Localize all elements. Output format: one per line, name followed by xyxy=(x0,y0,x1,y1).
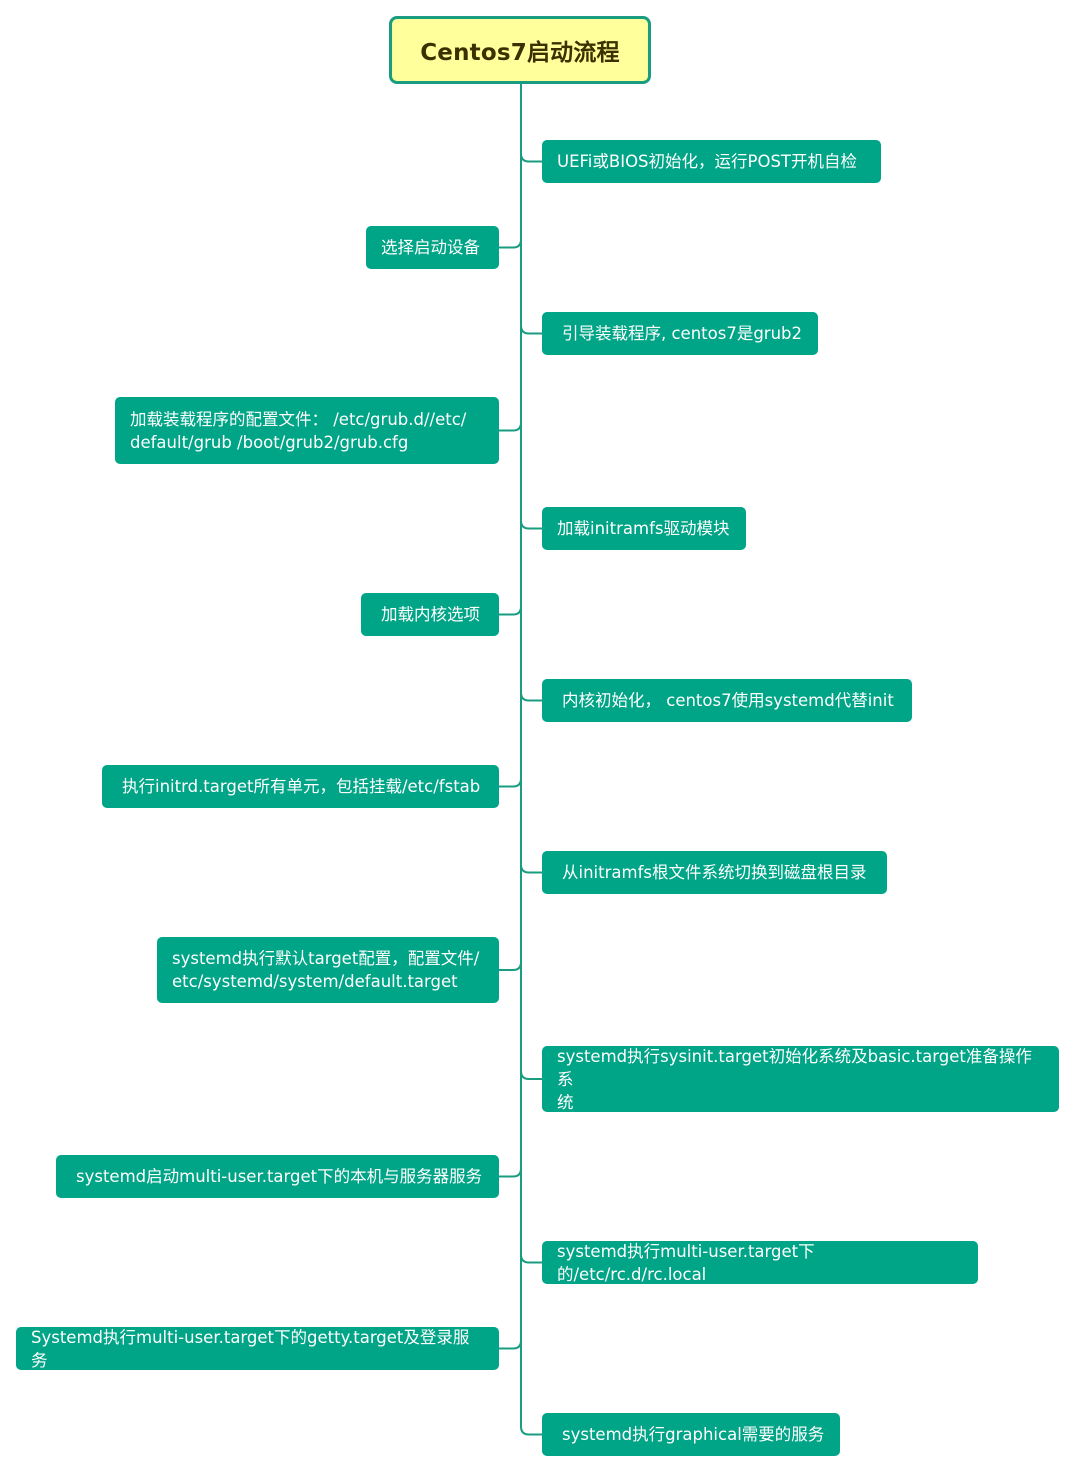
step-node-13[interactable]: systemd执行multi-user.target下的/etc/rc.d/rc… xyxy=(542,1241,978,1284)
branch-line-15 xyxy=(520,1426,542,1436)
branch-line-5 xyxy=(520,520,542,530)
step-node-2[interactable]: 选择启动设备 xyxy=(366,226,499,269)
step-text-7: 内核初始化， centos7使用systemd代替init xyxy=(562,691,894,710)
step-node-15[interactable]: systemd执行graphical需要的服务 xyxy=(542,1413,840,1456)
step-text-1: UEFi或BIOS初始化，运行POST开机自检 xyxy=(557,152,858,171)
step-text-4: 加载装载程序的配置文件： /etc/grub.d//etc/ default/g… xyxy=(130,409,467,452)
root-title: Centos7启动流程 xyxy=(420,40,620,66)
root-node[interactable]: Centos7启动流程 xyxy=(389,16,651,84)
step-node-12[interactable]: systemd启动multi-user.target下的本机与服务器服务 xyxy=(56,1155,499,1198)
step-text-8: 执行initrd.target所有单元，包括挂载/etc/fstab xyxy=(122,777,481,796)
step-node-10[interactable]: systemd执行默认target配置，配置文件/ etc/systemd/sy… xyxy=(157,937,499,1003)
step-text-14: Systemd执行multi-user.target下的getty.target… xyxy=(31,1327,470,1370)
step-text-15: systemd执行graphical需要的服务 xyxy=(562,1425,825,1444)
step-text-10: systemd执行默认target配置，配置文件/ etc/systemd/sy… xyxy=(172,949,480,991)
step-node-8[interactable]: 执行initrd.target所有单元，包括挂载/etc/fstab xyxy=(102,765,499,808)
step-node-5[interactable]: 加载initramfs驱动模块 xyxy=(542,507,746,550)
branch-line-3 xyxy=(520,325,542,335)
branch-line-4 xyxy=(499,422,522,432)
step-text-11: systemd执行sysinit.target初始化系统及basic.targe… xyxy=(557,1046,1032,1112)
step-text-5: 加载initramfs驱动模块 xyxy=(557,519,730,538)
step-text-3: 引导装载程序, centos7是grub2 xyxy=(562,324,803,343)
branch-line-9 xyxy=(520,864,542,874)
branch-line-14 xyxy=(499,1340,522,1350)
branch-line-6 xyxy=(499,606,522,616)
branch-line-2 xyxy=(499,239,522,249)
step-text-9: 从initramfs根文件系统切换到磁盘根目录 xyxy=(562,863,867,882)
branch-line-12 xyxy=(499,1168,522,1178)
branch-line-8 xyxy=(499,778,522,788)
step-node-4[interactable]: 加载装载程序的配置文件： /etc/grub.d//etc/ default/g… xyxy=(115,397,499,464)
step-node-1[interactable]: UEFi或BIOS初始化，运行POST开机自检 xyxy=(542,140,881,183)
step-text-2: 选择启动设备 xyxy=(381,238,480,257)
step-node-6[interactable]: 加载内核选项 xyxy=(361,593,499,636)
step-node-3[interactable]: 引导装载程序, centos7是grub2 xyxy=(542,312,818,355)
step-node-11[interactable]: systemd执行sysinit.target初始化系统及basic.targe… xyxy=(542,1046,1059,1112)
step-node-9[interactable]: 从initramfs根文件系统切换到磁盘根目录 xyxy=(542,851,887,894)
step-text-13: systemd执行multi-user.target下的/etc/rc.d/rc… xyxy=(557,1241,815,1284)
branch-line-13 xyxy=(520,1254,542,1264)
step-node-7[interactable]: 内核初始化， centos7使用systemd代替init xyxy=(542,679,912,722)
step-text-6: 加载内核选项 xyxy=(381,605,480,624)
branch-line-11 xyxy=(520,1070,542,1080)
step-node-14[interactable]: Systemd执行multi-user.target下的getty.target… xyxy=(16,1327,499,1370)
branch-line-10 xyxy=(499,961,522,971)
branch-line-7 xyxy=(520,692,542,702)
branch-line-1 xyxy=(520,153,542,163)
step-text-12: systemd启动multi-user.target下的本机与服务器服务 xyxy=(76,1167,483,1186)
